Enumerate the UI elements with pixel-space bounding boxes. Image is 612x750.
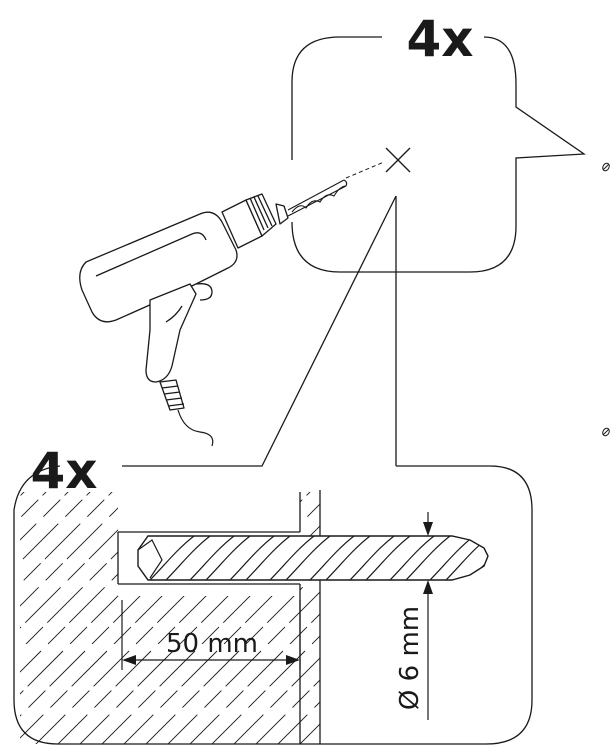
diameter-label: Ø 6 mm	[395, 606, 425, 710]
aim-line	[345, 161, 385, 179]
drill-point-cross-icon	[385, 147, 411, 173]
bottom-quantity-label: 4x	[30, 442, 97, 500]
bottom-callout-bubble	[13, 195, 533, 745]
drill-bit-icon	[137, 535, 489, 581]
wall-section	[117, 490, 321, 744]
depth-dimension	[121, 600, 301, 670]
top-quantity-label: 4x	[406, 10, 473, 68]
drill-bit-small-icon	[287, 179, 348, 217]
depth-label: 50 mm	[166, 629, 258, 659]
top-callout-bubble	[291, 36, 586, 467]
drill-cord	[177, 409, 214, 447]
power-drill-icon	[79, 193, 289, 411]
diameter-dimension	[423, 512, 433, 720]
wall-hatch-pattern	[20, 492, 320, 744]
edge-mark	[602, 162, 610, 437]
